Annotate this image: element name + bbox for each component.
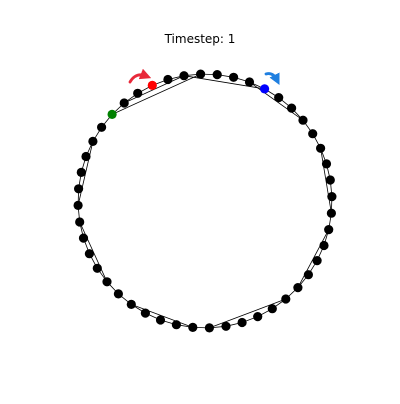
node — [316, 143, 326, 153]
node — [119, 98, 129, 108]
node-layer — [73, 69, 337, 333]
node — [274, 93, 284, 103]
red-arrow-icon — [128, 68, 152, 84]
node — [221, 321, 231, 331]
node — [81, 151, 91, 162]
node — [102, 277, 112, 287]
blue-arrow-icon — [264, 72, 280, 86]
node — [267, 304, 277, 314]
node — [321, 159, 332, 169]
node — [324, 225, 334, 235]
node — [76, 167, 86, 177]
node — [229, 72, 239, 82]
node — [303, 270, 313, 280]
node — [78, 233, 89, 243]
node — [287, 103, 297, 113]
node — [113, 289, 123, 299]
blue-node — [260, 84, 270, 94]
node — [326, 208, 336, 218]
node — [293, 283, 303, 293]
plot-title: Timestep: 1 — [164, 32, 236, 46]
node — [237, 317, 247, 328]
red-node — [147, 80, 157, 90]
node — [133, 88, 143, 98]
edge — [209, 298, 286, 329]
node — [163, 74, 173, 85]
green-node — [107, 109, 117, 119]
node — [74, 184, 84, 194]
node — [204, 323, 214, 333]
node — [325, 175, 335, 185]
node — [281, 294, 291, 304]
node — [298, 115, 308, 125]
node — [327, 192, 337, 202]
node — [73, 200, 83, 210]
node — [179, 71, 189, 81]
node — [188, 322, 198, 332]
node — [312, 256, 322, 266]
node — [319, 240, 329, 251]
node — [308, 129, 318, 139]
node — [97, 122, 107, 132]
edge — [183, 75, 265, 90]
node — [92, 263, 102, 273]
node — [196, 69, 206, 79]
node — [88, 136, 98, 146]
node — [171, 320, 181, 330]
node — [140, 308, 150, 318]
node — [244, 77, 255, 87]
edge — [111, 73, 201, 115]
arrow-layer — [128, 68, 280, 86]
node — [75, 217, 85, 227]
node — [253, 312, 263, 322]
edge-layer — [77, 73, 333, 329]
node — [212, 70, 222, 80]
node — [126, 299, 136, 309]
node — [84, 249, 94, 259]
node — [155, 315, 166, 325]
